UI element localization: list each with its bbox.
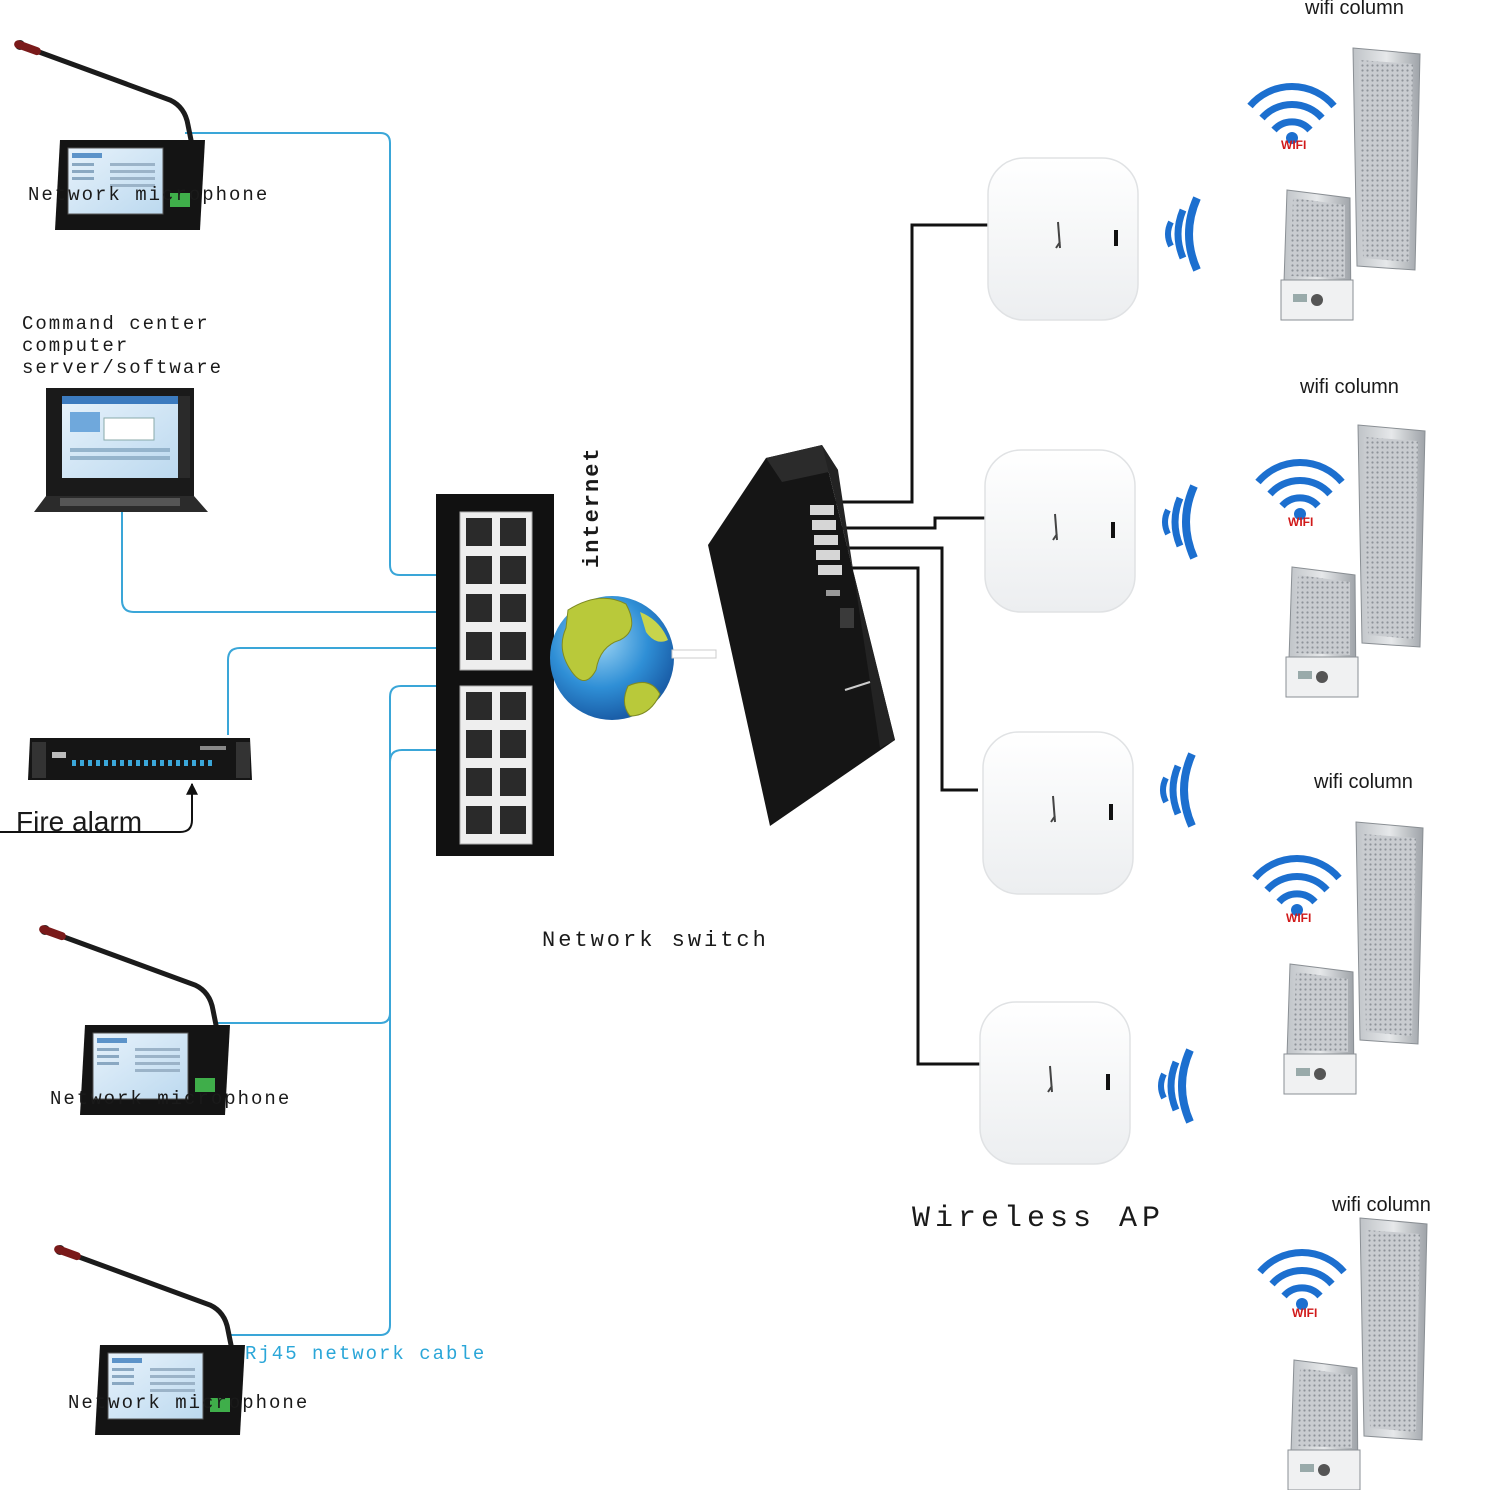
- wifi-badge-4: WIFI: [1292, 1306, 1318, 1320]
- label-network-microphone-mid: Network microphone: [50, 1088, 292, 1110]
- wireless-signal-icon-1: [1165, 198, 1197, 270]
- network-microphone-mid: [38, 924, 230, 1115]
- wireless-signal-icon-3: [1160, 754, 1192, 826]
- wifi-badge-3: WIFI: [1286, 911, 1312, 925]
- wifi-icon-3: [1255, 859, 1339, 916]
- wireless-access-point-2: [984, 449, 1136, 613]
- label-network-microphone-bottom: Network microphone: [68, 1392, 310, 1414]
- wireless-access-point-1: [987, 157, 1139, 321]
- rj45-cables: [121, 132, 464, 1336]
- label-rj45-cable: Rj45 network cable: [245, 1343, 487, 1365]
- wireless-access-point-4: [979, 1001, 1131, 1165]
- label-command-center-line2: computer: [22, 335, 130, 357]
- 16-port-switch-icon: [436, 494, 554, 856]
- wireless-signal-icon-2: [1162, 486, 1194, 558]
- wireless-signal-icon-4: [1158, 1050, 1190, 1122]
- label-fire-alarm: Fire alarm: [16, 806, 143, 837]
- label-internet: internet: [580, 446, 605, 568]
- globe-icon: [550, 596, 674, 720]
- label-wifi-column-4: wifi column: [1332, 1194, 1431, 1216]
- label-internet-wrap: internet: [580, 446, 610, 568]
- wifi-icon-1: [1250, 87, 1334, 144]
- internet-link: [671, 649, 717, 659]
- fire-alarm-arrow: [0, 782, 198, 833]
- label-wifi-column-3: wifi column: [1314, 771, 1413, 793]
- wifi-icon-2: [1258, 463, 1342, 520]
- wireless-access-point-3: [982, 731, 1134, 895]
- wifi-icon-4: [1260, 1253, 1344, 1310]
- poe-switch-icon: [708, 445, 895, 826]
- rack-computer-icon: [34, 388, 208, 512]
- label-command-center: Command center computer server/software: [22, 313, 223, 379]
- ap-cables: [830, 223, 990, 1066]
- label-wireless-ap: Wireless AP: [912, 1202, 1166, 1236]
- label-wifi-column-2: wifi column: [1300, 376, 1399, 398]
- label-wifi-column-1: wifi column: [1305, 0, 1404, 19]
- wifi-badge-2: WIFI: [1288, 515, 1314, 529]
- label-network-microphone-top: Network microphone: [28, 184, 270, 206]
- label-network-switch: Network switch: [542, 928, 769, 953]
- column-speaker-icon-3: [1283, 821, 1424, 1095]
- label-command-center-line1: Command center: [22, 313, 210, 335]
- wifi-badge-1: WIFI: [1281, 138, 1307, 152]
- label-command-center-line3: server/software: [22, 357, 224, 379]
- fire-alarm-controller-icon: [28, 738, 252, 780]
- column-speaker-icon-4: [1287, 1217, 1428, 1490]
